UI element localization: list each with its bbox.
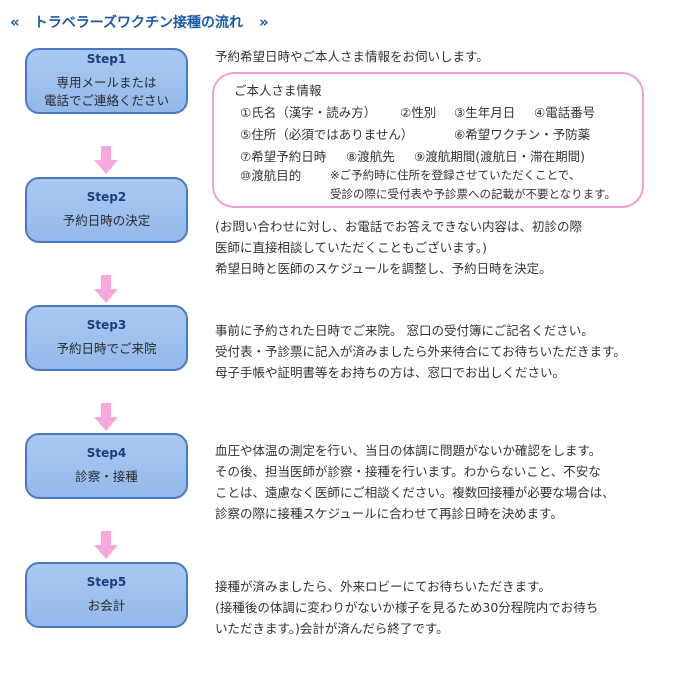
step3-number: Step3 bbox=[86, 318, 127, 332]
info-box-note: ※ご予約時に住所を登録させていただくことで、 受診の際に受付表や予診票への記載が… bbox=[330, 166, 616, 204]
step4-box: Step4 診察・接種 bbox=[25, 433, 188, 499]
down-arrow-icon bbox=[94, 275, 118, 303]
step5-label: お会計 bbox=[87, 598, 126, 613]
step5-box: Step5 お会計 bbox=[25, 562, 188, 628]
step5-number: Step5 bbox=[86, 575, 127, 589]
down-arrow-icon bbox=[94, 531, 118, 559]
step3-label: 予約日時でご来院 bbox=[56, 341, 157, 356]
step1-label-line2: 電話でご連絡ください bbox=[43, 93, 169, 108]
step1-label-line1: 専用メールまたは bbox=[56, 75, 157, 90]
step4-desc-line3: ことは、遠慮なく医師にご相談ください。複数回接種が必要な場合は、 bbox=[215, 485, 615, 500]
step1-description: 予約希望日時やご本人さま情報をお伺いします。 bbox=[215, 49, 489, 64]
step4-description: 血圧や体温の測定を行い、当日の体調に問題がないか確認をします。 その後、担当医師… bbox=[215, 440, 615, 524]
step4-desc-line1: 血圧や体温の測定を行い、当日の体調に問題がないか確認をします。 bbox=[215, 443, 602, 458]
step3-box: Step3 予約日時でご来院 bbox=[25, 305, 188, 371]
info-item-birthdate: ③生年月日 bbox=[454, 105, 516, 120]
step2-label: 予約日時の決定 bbox=[62, 213, 151, 228]
step4-label: 診察・接種 bbox=[75, 469, 138, 484]
step5-desc-line2: (接種後の体調に変わりがないか様子を見るため30分程院内でお待ち bbox=[215, 600, 599, 615]
step2-desc-line3: 希望日時と医師のスケジュールを調整し、予約日時を決定。 bbox=[215, 261, 552, 276]
info-item-name: ①氏名（漢字・読み方） bbox=[240, 105, 377, 120]
info-item-phone: ④電話番号 bbox=[534, 105, 596, 120]
step2-number: Step2 bbox=[86, 190, 127, 204]
down-arrow-icon bbox=[94, 403, 118, 431]
step3-description: 事前に予約された日時でご来院。 窓口の受付簿にご記名ください。 受付表・予診票に… bbox=[215, 320, 626, 383]
info-item-gender: ②性別 bbox=[400, 105, 437, 120]
info-note-line2: 受診の際に受付表や予診票への記載が不要となります。 bbox=[330, 187, 617, 201]
page-header: « トラベラーズワクチン接種の流れ » bbox=[10, 10, 269, 34]
info-item-destination: ⑧渡航先 bbox=[346, 149, 395, 164]
step3-desc-line1: 事前に予約された日時でご来院。 窓口の受付簿にご記名ください。 bbox=[215, 323, 594, 338]
down-arrow-icon bbox=[94, 146, 118, 174]
info-box-title: ご本人さま情報 bbox=[234, 83, 322, 98]
right-marker: » bbox=[259, 13, 269, 31]
step1-box: Step1 専用メールまたは 電話でご連絡ください bbox=[25, 48, 188, 114]
info-item-purpose: ⑩渡航目的 bbox=[240, 168, 302, 183]
step2-desc-line1: (お問い合わせに対し、お電話でお答えできない内容は、初診の際 bbox=[215, 219, 583, 234]
page-title: トラベラーズワクチン接種の流れ bbox=[33, 15, 244, 31]
info-item-address: ⑤住所（必須ではありません） bbox=[240, 127, 414, 142]
step5-description: 接種が済みましたら、外来ロビーにてお待ちいただきます。 (接種後の体調に変わりが… bbox=[215, 576, 598, 639]
step2-box: Step2 予約日時の決定 bbox=[25, 177, 188, 243]
patient-info-box: ご本人さま情報 ①氏名（漢字・読み方） ②性別 ③生年月日 ④電話番号 ⑤住所（… bbox=[212, 72, 644, 208]
info-item-appointment: ⑦希望予約日時 bbox=[240, 149, 327, 164]
left-marker: « bbox=[10, 13, 20, 31]
step1-number: Step1 bbox=[86, 52, 127, 66]
info-note-line1: ※ご予約時に住所を登録させていただくことで、 bbox=[330, 168, 581, 182]
step5-desc-line3: いただきます。)会計が済んだら終了です。 bbox=[215, 621, 449, 636]
step4-desc-line2: その後、担当医師が診察・接種を行います。わからないこと、不安な bbox=[215, 464, 601, 479]
info-item-vaccine: ⑥希望ワクチン・予防薬 bbox=[454, 127, 591, 142]
step2-description: (お問い合わせに対し、お電話でお答えできない内容は、初診の際 医師に直接相談して… bbox=[215, 216, 582, 279]
step2-desc-line2: 医師に直接相談していただくこともございます。) bbox=[215, 240, 488, 255]
step5-desc-line1: 接種が済みましたら、外来ロビーにてお待ちいただきます。 bbox=[215, 579, 551, 594]
step3-desc-line2: 受付表・予診票に記入が済みましたら外来待合にてお待ちいただきます。 bbox=[215, 344, 626, 359]
step4-desc-line4: 診察の際に接種スケジュールに合わせて再診日時を決めます。 bbox=[215, 506, 563, 521]
step3-desc-line3: 母子手帳や証明書等をお持ちの方は、窓口でお出しください。 bbox=[215, 365, 566, 380]
step4-number: Step4 bbox=[86, 446, 127, 460]
info-item-travel-period: ⑨渡航期間(渡航日・滞在期間) bbox=[414, 149, 585, 164]
